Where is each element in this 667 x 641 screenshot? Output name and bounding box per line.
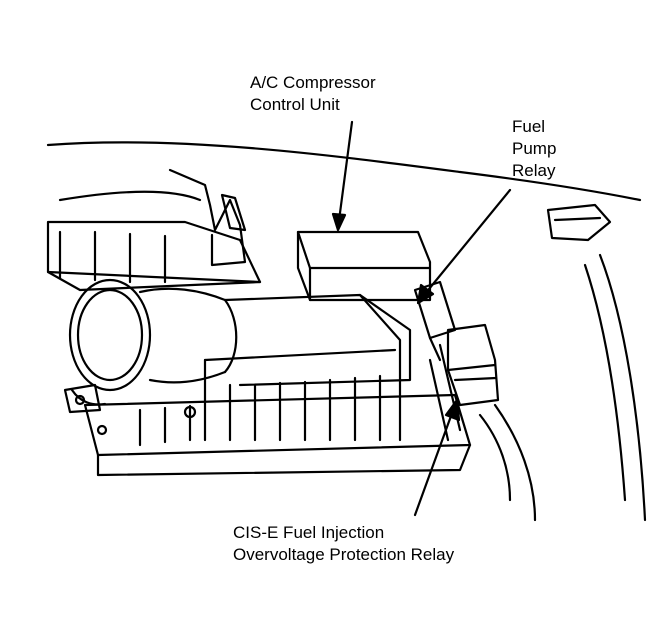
label-line: Control Unit: [250, 95, 340, 114]
label-ac-compressor-control-unit: A/C Compressor Control Unit: [250, 72, 376, 116]
leader-line-fuel-pump: [416, 188, 512, 305]
leader-line-ac: [331, 120, 354, 232]
strut-mount-detail: [553, 216, 602, 222]
label-line: CIS-E Fuel Injection: [233, 523, 385, 542]
bracket-spike: [220, 193, 247, 232]
cable-arc-2: [493, 403, 537, 522]
label-line: Fuel: [512, 117, 546, 136]
cable-arc-1: [478, 413, 512, 502]
label-cis-e-relay: CIS-E Fuel Injection Overvoltage Protect…: [233, 522, 454, 566]
label-line: Overvoltage Protection Relay: [233, 545, 455, 564]
leader-line-cis-e: [413, 398, 461, 517]
hood-edge-line: [46, 141, 642, 202]
left-finned-component: [46, 220, 262, 292]
label-line: Relay: [512, 161, 556, 180]
base-tray: [83, 393, 472, 477]
air-intake-tube: [68, 278, 238, 406]
fender-arc-outer: [598, 253, 647, 522]
fender-arc-inner: [583, 263, 627, 502]
label-line: A/C Compressor: [250, 73, 376, 92]
label-fuel-pump-relay: Fuel Pump Relay: [512, 116, 556, 182]
bracket: [168, 168, 247, 267]
strut-mount: [546, 203, 612, 242]
mount-ear: [63, 383, 102, 414]
label-line: Pump: [512, 139, 557, 158]
fender-edge: [58, 190, 202, 202]
air-filter-housing: [203, 293, 412, 442]
ac-control-unit-box: [296, 230, 432, 302]
